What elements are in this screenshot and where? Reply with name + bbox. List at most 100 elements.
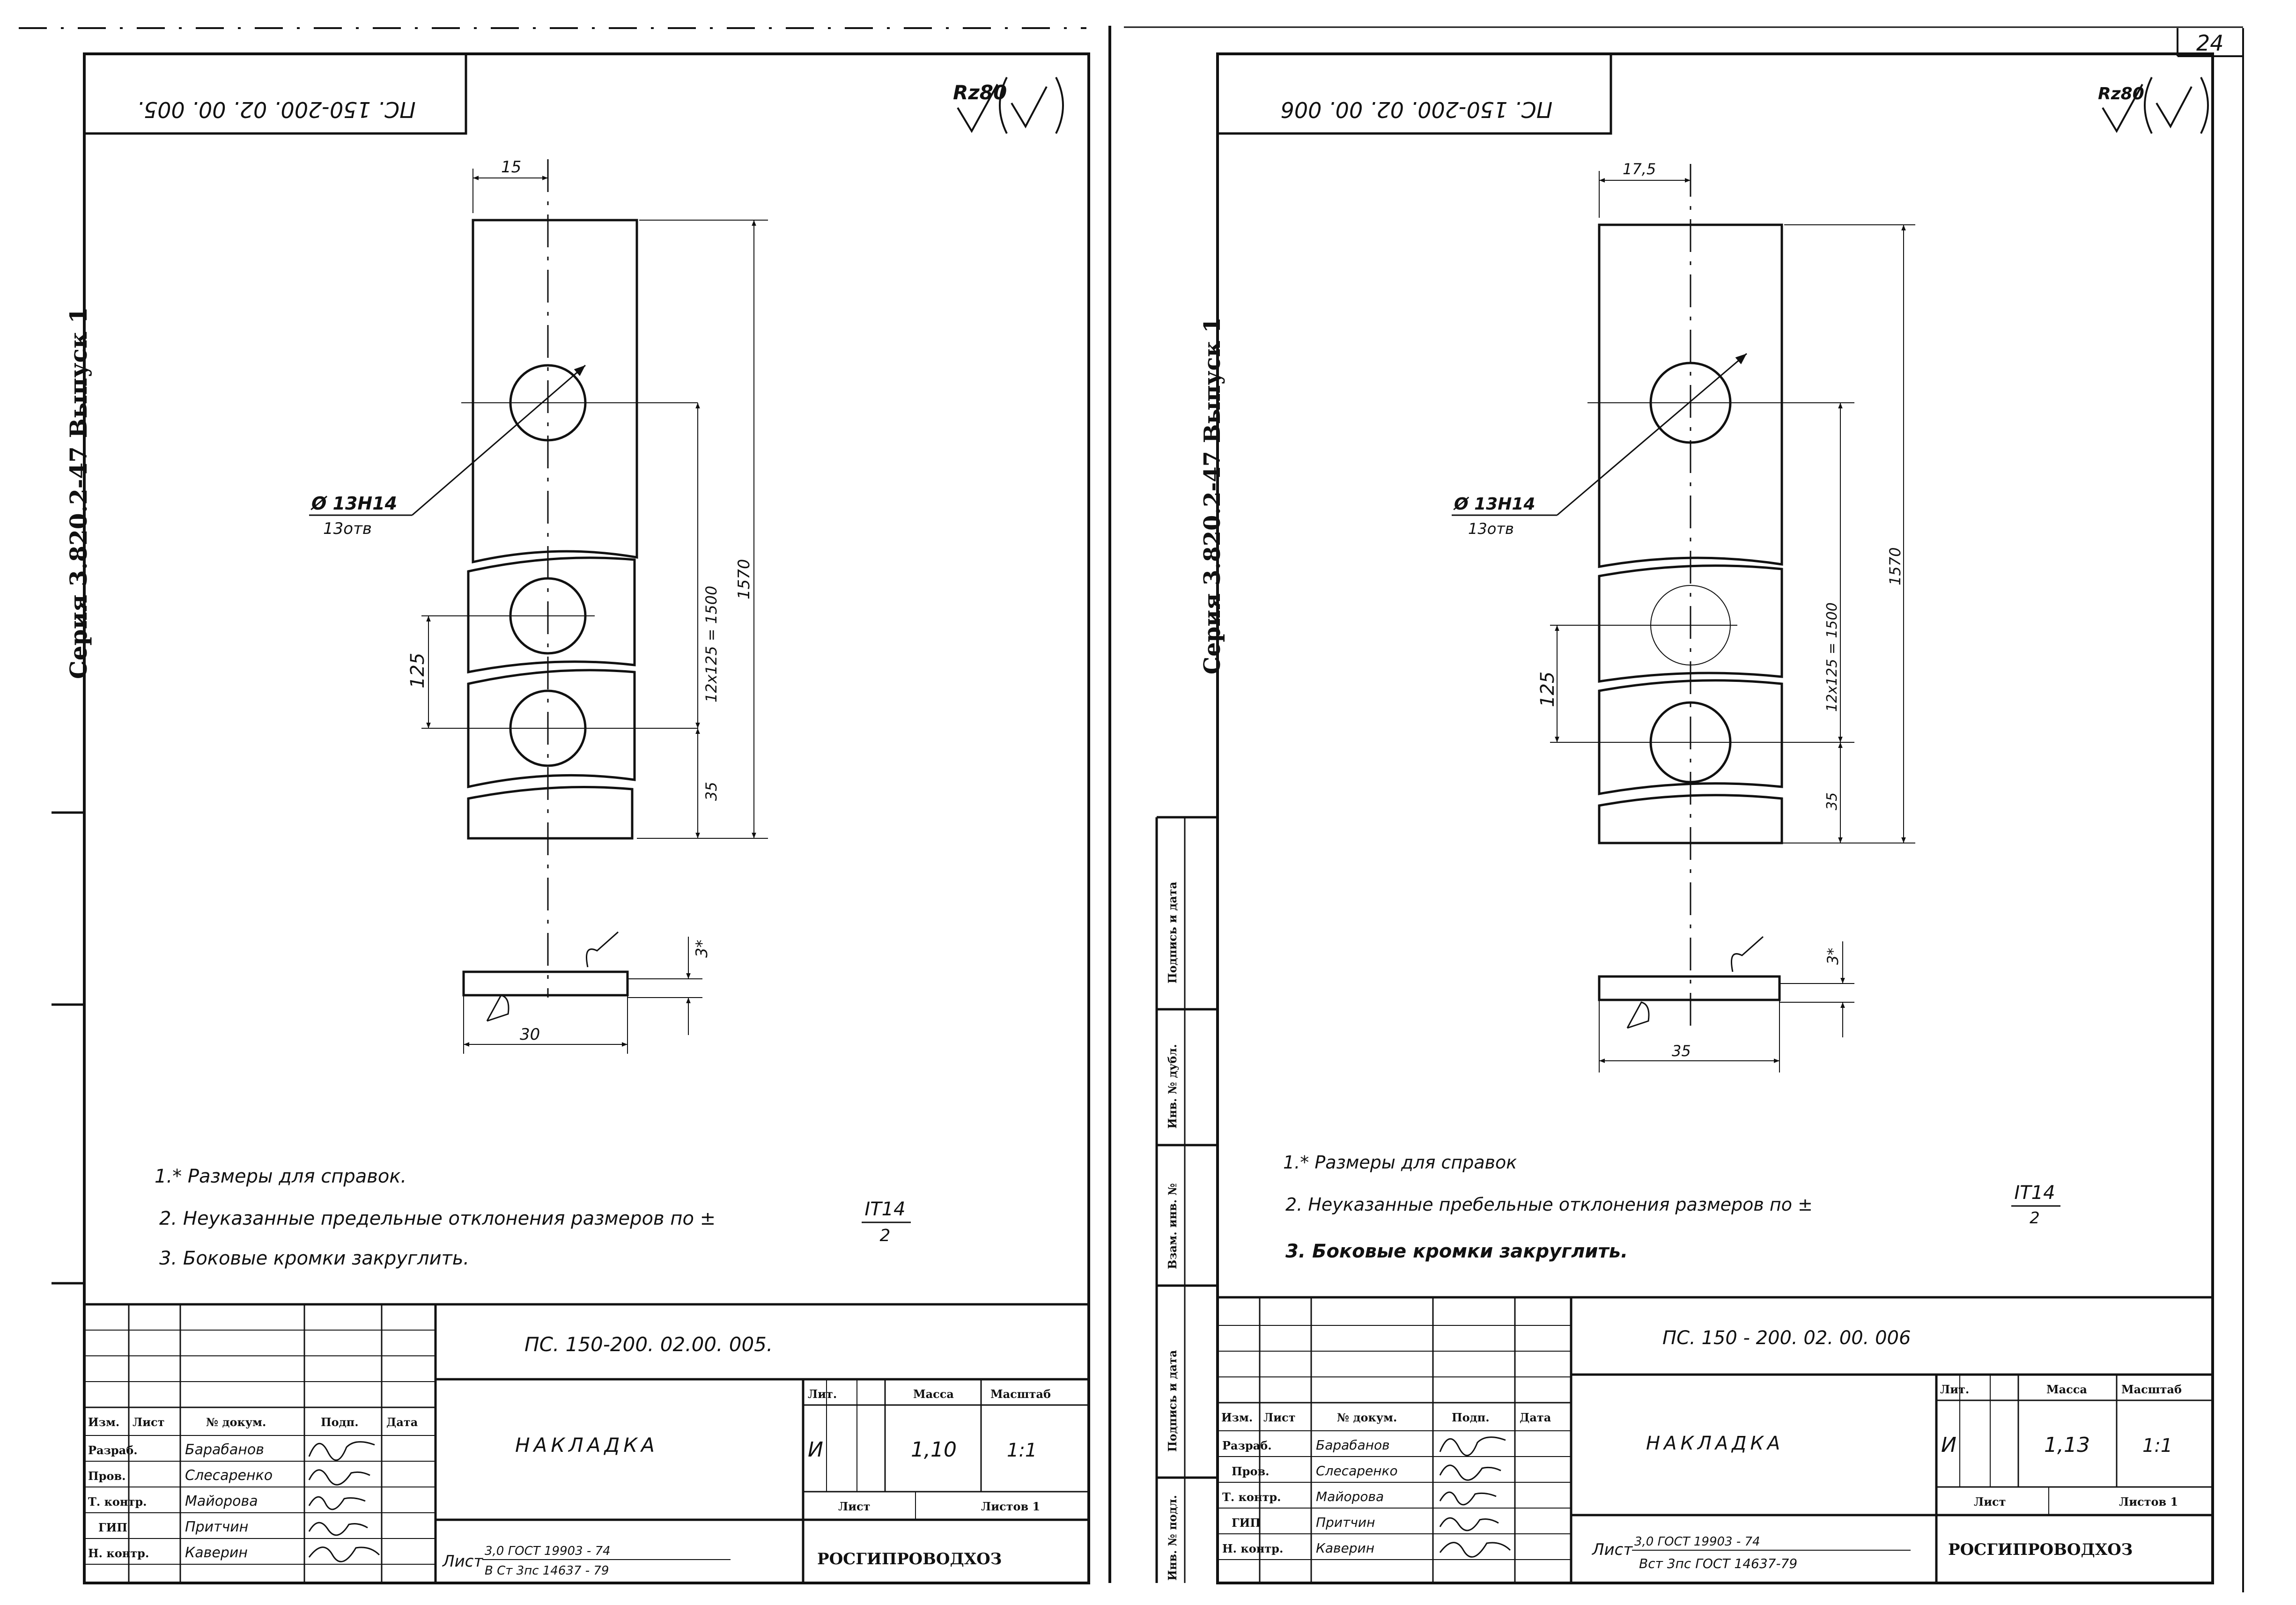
dimension-hole-leader: Ø 13Н14 13отв <box>309 364 586 538</box>
svg-text:1,10: 1,10 <box>911 1438 957 1462</box>
svg-text:Подп.: Подп. <box>321 1415 359 1429</box>
svg-text:Т. контр.: Т. контр. <box>1222 1490 1281 1504</box>
dimension-pitch-total: 12х125 = 1500 <box>695 403 720 728</box>
sheet-left: ПС. 150-200. 02. 00. 005. Rz80 Серия 3.8… <box>65 52 1090 1584</box>
series-label: Серия 3.820.2-47 Выпуск 1 <box>1199 318 1226 674</box>
rotated-doc-code: ПС. 150-200. 02. 00. 005. <box>137 97 415 122</box>
svg-text:Каверин: Каверин <box>1316 1540 1374 1556</box>
svg-text:1:1: 1:1 <box>2142 1435 2172 1457</box>
title-block: ПС. 150 - 200. 02. 00. 006 НАКЛАДКА Изм.… <box>1218 1296 2213 1583</box>
svg-text:13отв: 13отв <box>323 519 372 538</box>
svg-text:Вст 3пс ГОСТ 14637-79: Вст 3пс ГОСТ 14637-79 <box>1639 1556 1797 1571</box>
svg-text:125: 125 <box>407 653 428 688</box>
dimension-top-offset: 15 <box>472 158 548 213</box>
note-2: 2. Неуказанные пребельные отклонения раз… <box>1285 1194 1813 1215</box>
part-front-view <box>421 159 698 998</box>
svg-text:3*: 3* <box>1824 948 1842 965</box>
svg-text:12х125 = 1500: 12х125 = 1500 <box>702 586 720 703</box>
part-front-view <box>1550 164 1854 1030</box>
svg-text:125: 125 <box>1537 672 1558 707</box>
svg-text:Разраб.: Разраб. <box>1222 1439 1272 1452</box>
svg-text:Ø 13Н14: Ø 13Н14 <box>310 493 397 514</box>
svg-text:Притчин: Притчин <box>185 1519 248 1535</box>
dimension-pitch: 125 <box>407 616 431 728</box>
rotated-code-box: ПС. 150-200. 02. 00. 005. <box>84 54 467 135</box>
dimension-edge: 35 <box>637 728 720 839</box>
page-number: 24 <box>2196 30 2224 56</box>
svg-text:№ докум.: № докум. <box>206 1415 266 1429</box>
svg-text:Подпись и дата: Подпись и дата <box>1166 1350 1179 1452</box>
svg-text:35: 35 <box>702 782 720 801</box>
svg-text:Масса: Масса <box>913 1387 954 1401</box>
svg-text:Разраб.: Разраб. <box>88 1443 138 1457</box>
title-block: ПС. 150-200. 02.00. 005. НАКЛАДКА Изм. Л… <box>84 1303 1089 1583</box>
tolerance-numerator: IT14 <box>2014 1182 2055 1204</box>
svg-text:Слесаренко: Слесаренко <box>185 1467 273 1484</box>
svg-text:Т. контр.: Т. контр. <box>88 1495 147 1509</box>
svg-text:Ø 13Н14: Ø 13Н14 <box>1453 495 1535 514</box>
svg-text:Каверин: Каверин <box>185 1545 248 1561</box>
svg-text:13отв: 13отв <box>1468 520 1514 538</box>
part-name: НАКЛАДКА <box>515 1434 658 1457</box>
tolerance-denominator: 2 <box>880 1226 891 1245</box>
svg-text:Изм.: Изм. <box>1221 1411 1253 1424</box>
roughness-symbol: Rz80 <box>2098 77 2209 134</box>
side-stamp-column: Подпись и дата Инв. № дубл. Взам. инв. №… <box>1155 816 1218 1583</box>
svg-text:Лист: Лист <box>1263 1411 1296 1424</box>
svg-text:Слесаренко: Слесаренко <box>1316 1463 1398 1479</box>
svg-text:Масштаб: Масштаб <box>990 1387 1051 1401</box>
page-number-box: 24 <box>2177 28 2243 57</box>
svg-text:Лист: Лист <box>442 1552 483 1571</box>
roughness-value: Rz80 <box>953 81 1007 104</box>
organization: РОСГИПРОВОДХОЗ <box>1948 1540 2133 1559</box>
part-name: НАКЛАДКА <box>1646 1433 1784 1454</box>
svg-text:Лист: Лист <box>133 1415 165 1429</box>
svg-text:3*: 3* <box>693 939 711 958</box>
svg-text:Майорова: Майорова <box>1316 1489 1384 1504</box>
dimension-overall: 1570 <box>639 220 768 839</box>
svg-text:Пров.: Пров. <box>88 1469 126 1483</box>
svg-text:Подпись и дата: Подпись и дата <box>1166 882 1179 984</box>
dimension-pitch: 125 <box>1537 625 1559 742</box>
svg-text:И: И <box>808 1438 823 1462</box>
svg-text:Лист: Лист <box>1974 1495 2006 1509</box>
sheet-frame <box>83 52 1090 1584</box>
svg-text:И: И <box>1941 1433 1956 1457</box>
svg-text:Изм.: Изм. <box>88 1415 119 1429</box>
svg-text:Лит.: Лит. <box>1940 1383 1969 1396</box>
note-3: 3. Боковые кромки закруглить. <box>1285 1241 1628 1262</box>
svg-text:Инв. № подл.: Инв. № подл. <box>1166 1495 1179 1581</box>
svg-text:Дата: Дата <box>1520 1411 1551 1424</box>
svg-text:1570: 1570 <box>735 559 753 599</box>
signatures <box>1439 1436 1511 1558</box>
svg-text:Пров.: Пров. <box>1232 1464 1269 1478</box>
svg-text:Масса: Масса <box>2046 1383 2087 1396</box>
svg-text:1570: 1570 <box>1886 547 1904 585</box>
svg-text:Подп.: Подп. <box>1452 1411 1490 1424</box>
svg-text:12х125 = 1500: 12х125 = 1500 <box>1824 602 1840 712</box>
svg-text:Дата: Дата <box>386 1415 418 1429</box>
svg-text:Взам. инв. №: Взам. инв. № <box>1166 1183 1179 1269</box>
svg-text:Масштаб: Масштаб <box>2121 1383 2182 1396</box>
series-label: Серия 3.820.2-47 Выпуск 1 <box>65 307 92 679</box>
svg-text:Лист: Лист <box>838 1500 871 1513</box>
svg-text:Барабанов: Барабанов <box>1316 1437 1390 1453</box>
svg-text:35: 35 <box>1672 1042 1691 1060</box>
sheet-right: ПС. 150-200. 02. 00. 006 Rz80 Серия 3.82… <box>1155 28 2244 1592</box>
svg-text:Листов 1: Листов 1 <box>981 1500 1040 1513</box>
svg-text:17,5: 17,5 <box>1623 160 1656 178</box>
svg-text:Барабанов: Барабанов <box>185 1442 264 1458</box>
note-2: 2. Неуказанные предельные отклонения раз… <box>159 1208 716 1229</box>
tolerance-numerator: IT14 <box>864 1198 905 1220</box>
svg-text:Притчин: Притчин <box>1316 1515 1375 1530</box>
svg-text:Лист: Лист <box>1591 1540 1633 1559</box>
svg-text:Инв. № дубл.: Инв. № дубл. <box>1166 1044 1179 1129</box>
svg-text:3,0 ГОСТ 19903 - 74: 3,0 ГОСТ 19903 - 74 <box>1634 1535 1760 1549</box>
svg-text:1:1: 1:1 <box>1007 1440 1037 1461</box>
part-side-view: 3* 30 <box>462 931 711 1054</box>
svg-text:Листов 1: Листов 1 <box>2119 1495 2178 1509</box>
note-1: 1.* Размеры для справок <box>1283 1152 1517 1173</box>
organization: РОСГИПРОВОДХОЗ <box>817 1550 1002 1568</box>
technical-notes: 1.* Размеры для справок. 2. Неуказанные … <box>155 1166 911 1269</box>
